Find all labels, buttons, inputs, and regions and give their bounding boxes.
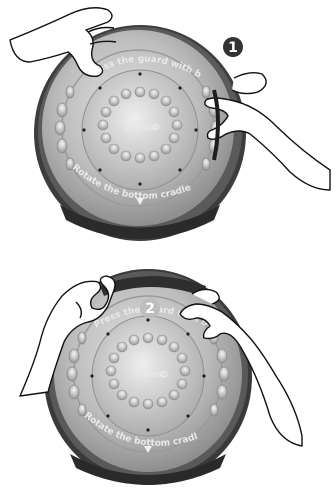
step-1-badge: 1 xyxy=(223,37,243,57)
svg-text:1: 1 xyxy=(228,40,238,56)
step-2-badge: 2 xyxy=(140,298,160,318)
steam-logo-text: Steam xyxy=(133,370,165,380)
step-1-illustration: Press the guard with button Rotate the b… xyxy=(0,0,336,246)
svg-text:2: 2 xyxy=(145,301,155,317)
steam-logo-text: Steam xyxy=(125,123,157,133)
step-2-illustration: Press the guard with button Rotate the b… xyxy=(0,246,336,493)
